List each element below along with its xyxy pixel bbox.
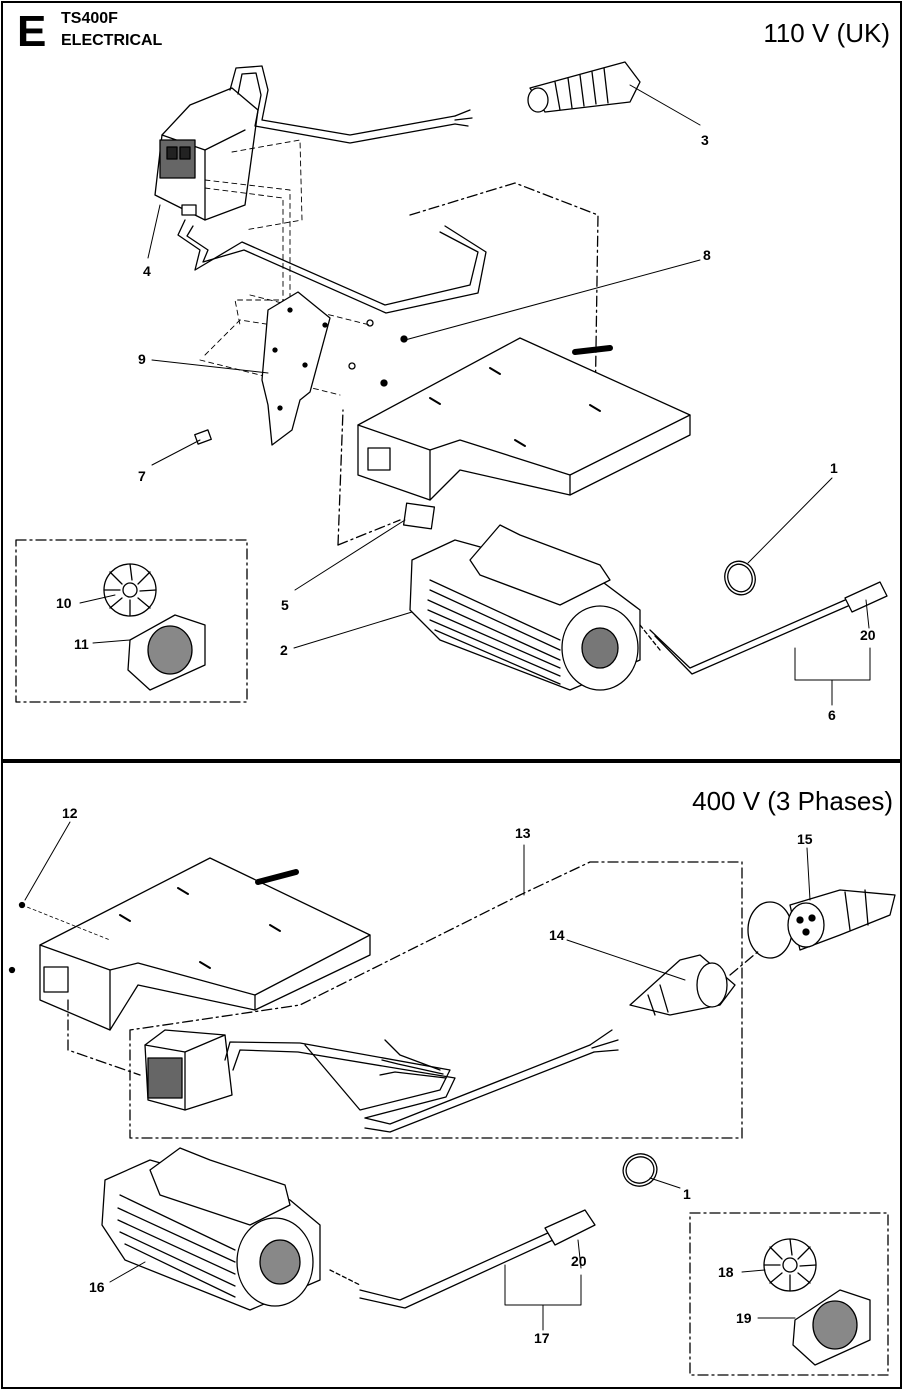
callout-16-bottom: 16 [89,1279,105,1295]
callout-5-top: 5 [281,597,289,613]
leader-dashed-top [409,182,599,481]
socket-part-15 [747,889,896,959]
fan-cover-part-19 [792,1289,871,1366]
callout-18-bottom: 18 [718,1264,734,1280]
callout-3-top: 3 [701,132,709,148]
callout-14-bottom: 14 [549,927,565,943]
callout-20-top: 20 [860,627,876,643]
plug-part-3 [527,61,641,113]
callout-2-top: 2 [280,642,288,658]
callout-19-bottom: 19 [736,1310,752,1326]
screws-part-8 [348,319,408,387]
callouts-top: 3 4 8 9 7 1 5 10 11 2 20 6 [56,132,876,723]
callout-6-top: 6 [828,707,836,723]
callout-11-top: 11 [74,636,89,652]
voltage-label-400v: 400 V (3 Phases) [692,786,893,816]
dashed-assembly-box-13 [129,861,743,1139]
bracket-part-9 [261,291,331,446]
cable-part-17-bottom [359,1209,596,1309]
panel-110v [1,1,902,761]
clamp-ring-part-1-bottom [622,1153,658,1187]
model-name: TS400F [61,10,118,27]
inset-fan-cover-bottom [689,1212,889,1376]
section-letter: E [17,7,47,56]
switch-box-bottom [144,1029,233,1111]
inset-fan-cover-top [15,539,248,703]
cable-part-6-top [649,581,888,675]
fan-part-10 [103,563,157,617]
plug-part-14 [629,954,736,1016]
callout-17-bottom: 17 [534,1330,550,1346]
plate-part-5 [402,502,436,530]
callout-1-top: 1 [830,460,838,476]
callout-1-bottom: 1 [683,1186,691,1202]
motor-housing-bottom [39,857,371,1031]
callout-13-bottom: 13 [515,825,531,841]
leader-lines-top [79,84,871,706]
switch-box-top [154,87,259,221]
callout-20-bottom: 20 [571,1253,587,1269]
cable-to-motor-top [177,219,487,314]
leader-lines-bottom [24,821,811,1331]
callout-4-top: 4 [143,263,151,279]
callouts-bottom: 12 13 15 14 1 20 18 16 19 17 [62,805,813,1346]
callout-8-top: 8 [703,247,711,263]
callout-15-bottom: 15 [797,831,813,847]
leader-dashed-mid [337,409,344,546]
fan-part-18 [763,1238,817,1292]
callout-7-top: 7 [138,468,146,484]
motor-housing-top [357,337,691,501]
fan-cover-part-11 [127,614,206,691]
clamp-ring-part-1-top [724,560,756,596]
motor-part-2 [409,524,641,691]
panel-400v [1,761,902,1389]
section-title: ELECTRICAL [61,32,163,49]
cable-bottom [224,1029,619,1133]
voltage-label-110v: 110 V (UK) [763,18,890,48]
callout-12-bottom: 12 [62,805,78,821]
motor-part-16 [101,1147,321,1311]
cable-to-plug-top [229,65,473,144]
callout-10-top: 10 [56,595,72,611]
callout-9-top: 9 [138,351,146,367]
